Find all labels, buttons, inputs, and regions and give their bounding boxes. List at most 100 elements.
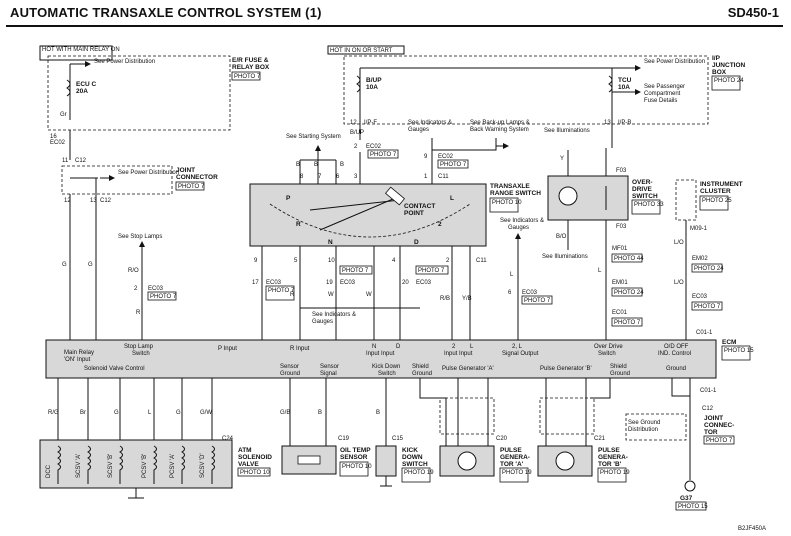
- jc2-name-3: TOR: [704, 429, 718, 436]
- wire-color-l-c: L: [148, 410, 152, 416]
- conn-c11: C11: [438, 174, 449, 180]
- svg-text:10: 10: [328, 258, 335, 264]
- pga-photo: PHOTO 19: [502, 470, 532, 476]
- overdrive-lamp-symbol: [558, 186, 578, 206]
- indicators-ref2-2: Gauges: [508, 225, 529, 231]
- kd-name-3: SWITCH: [402, 461, 428, 468]
- kd-name-2: DOWN: [402, 454, 423, 461]
- ecm-odoff-1: O/D OFF: [664, 344, 689, 350]
- trs-photo: PHOTO 10: [492, 200, 522, 206]
- joint-connector-name-2: CONNECTOR: [176, 174, 218, 181]
- fuse-ecuc-rating: 20A: [76, 88, 88, 95]
- wire-color-l-b: L: [598, 268, 602, 274]
- ecm-l: L: [470, 344, 474, 350]
- wire-color-w-a: W: [328, 292, 334, 298]
- trs-name-1: TRANSAXLE: [490, 183, 530, 190]
- range-l: L: [450, 195, 454, 202]
- svg-text:16: 16: [50, 134, 57, 140]
- illuminations-ref-top: See Illuminations: [544, 128, 590, 134]
- ground-ref-1: See Ground: [628, 420, 660, 426]
- power-dist-ref-left: See Power Distribution: [94, 59, 155, 65]
- conn-ec02-left: EC02: [50, 140, 66, 146]
- od-switch-photo: PHOTO 33: [634, 202, 664, 208]
- wire-color-bo: B/O: [556, 234, 567, 240]
- indicators-ref3-2: Gauges: [312, 319, 333, 325]
- ip-junction-name-3: BOX: [712, 69, 727, 76]
- ecm-nd-input: Input Input: [366, 351, 395, 357]
- joint-connector-photo: PHOTO 7: [178, 184, 205, 190]
- conn-c01-1-bottom: C01-1: [700, 388, 717, 394]
- wire-color-w-b: W: [366, 292, 372, 298]
- wire-color-lo-2: L/O: [674, 280, 684, 286]
- pga-name-1: PULSE: [500, 447, 522, 454]
- oil-temp-photo: PHOTO 10: [342, 464, 372, 470]
- ecm-pulse-gen-b: Pulse Generator 'B': [540, 366, 592, 372]
- backup-lamps-ref-1: See Back-up Lamps &: [470, 120, 530, 126]
- conn-ec03-a: EC03: [148, 286, 164, 292]
- em02-photo: PHOTO 24: [694, 266, 724, 272]
- hot-relay-label-box: [39, 45, 113, 61]
- ecm-kick-down-1: Kick Down: [372, 364, 400, 370]
- ecm-od-2: Switch: [598, 351, 616, 357]
- joint-power-ref: See Power Distribution: [118, 170, 179, 176]
- ecm-r-input: R Input: [290, 346, 310, 352]
- ip-junction-box-outline: [343, 55, 709, 125]
- atm-name-1: ATM: [238, 447, 252, 454]
- fuse-ecuc-symbol: [66, 79, 71, 97]
- wire-color-r-a: R: [136, 310, 141, 316]
- instrument-cluster: [675, 179, 697, 221]
- wire-color-b-a: B: [318, 410, 322, 416]
- conn-ec01: EC01: [612, 310, 628, 316]
- pga-name-3: TOR 'A': [500, 461, 524, 468]
- solenoid-label: DCC: [46, 464, 52, 478]
- ground-ref-2: Distribution: [628, 427, 658, 433]
- conn-ec02-mid: EC02: [366, 144, 382, 150]
- svg-text:7: 7: [318, 174, 322, 180]
- conn-ec03-f: EC03: [692, 294, 708, 300]
- kd-photo: PHOTO 19: [404, 470, 434, 476]
- atm-name-3: VALVE: [238, 461, 259, 468]
- ecm-shield-2b: Ground: [610, 371, 630, 377]
- er-fuse-box-name-2: RELAY BOX: [232, 64, 270, 71]
- mf01-photo: PHOTO 44: [614, 256, 644, 262]
- thermistor-symbol: [297, 455, 321, 465]
- wire-color-rg: R/G: [48, 410, 59, 416]
- ip-fuse-ref-1: See Passenger: [644, 84, 685, 90]
- ecm-shield-1a: Shield: [412, 364, 429, 370]
- er-fuse-photo-tag: [231, 71, 261, 81]
- cluster-name-1: INSTRUMENT: [700, 181, 743, 188]
- wire-color-yb: Y/B: [462, 296, 472, 302]
- pgb-name-2: GENERA-: [598, 454, 628, 461]
- trs-name-2: RANGE SWITCH: [490, 190, 541, 197]
- conn-ec03-c: EC03: [340, 280, 356, 286]
- ecm-stop-2: Switch: [132, 351, 150, 357]
- svg-text:3: 3: [354, 174, 358, 180]
- ecm-od-1: Over Drive: [594, 344, 623, 350]
- svg-text:B: B: [340, 162, 344, 168]
- conn-c24: C24: [222, 436, 234, 442]
- atm-solenoid-valve: [39, 439, 233, 489]
- trs-output-wires: [261, 246, 471, 340]
- range-2: 2: [438, 221, 442, 228]
- ecm-main-relay-1: Main Relay: [64, 350, 94, 356]
- atm-photo: PHOTO 10: [240, 470, 270, 476]
- wire-color-bup: B/UP: [350, 130, 364, 136]
- cluster-photo: PHOTO 25: [702, 198, 732, 204]
- er-fuse-photo: PHOTO 7: [234, 74, 261, 80]
- indicators-ref3-1: See Indicators &: [312, 312, 356, 318]
- svg-text:2: 2: [446, 258, 450, 264]
- ip-junction-photo: PHOTO 24: [714, 78, 744, 84]
- svg-text:6: 6: [508, 290, 512, 296]
- conn-c12-c: C12: [702, 406, 714, 412]
- contact-point-label-2: POINT: [404, 210, 424, 217]
- conn-c15: C15: [392, 436, 404, 442]
- g37-photo: PHOTO 15: [678, 504, 708, 510]
- ecm-name: ECM: [722, 339, 736, 346]
- svg-text:9: 9: [424, 154, 428, 160]
- conn-c19: C19: [338, 436, 350, 442]
- ip-fuse-ref-2: Compartment: [644, 91, 681, 97]
- kick-down-switch: [375, 445, 397, 477]
- pga-sine-symbol: [457, 451, 477, 471]
- range-n: N: [328, 239, 333, 246]
